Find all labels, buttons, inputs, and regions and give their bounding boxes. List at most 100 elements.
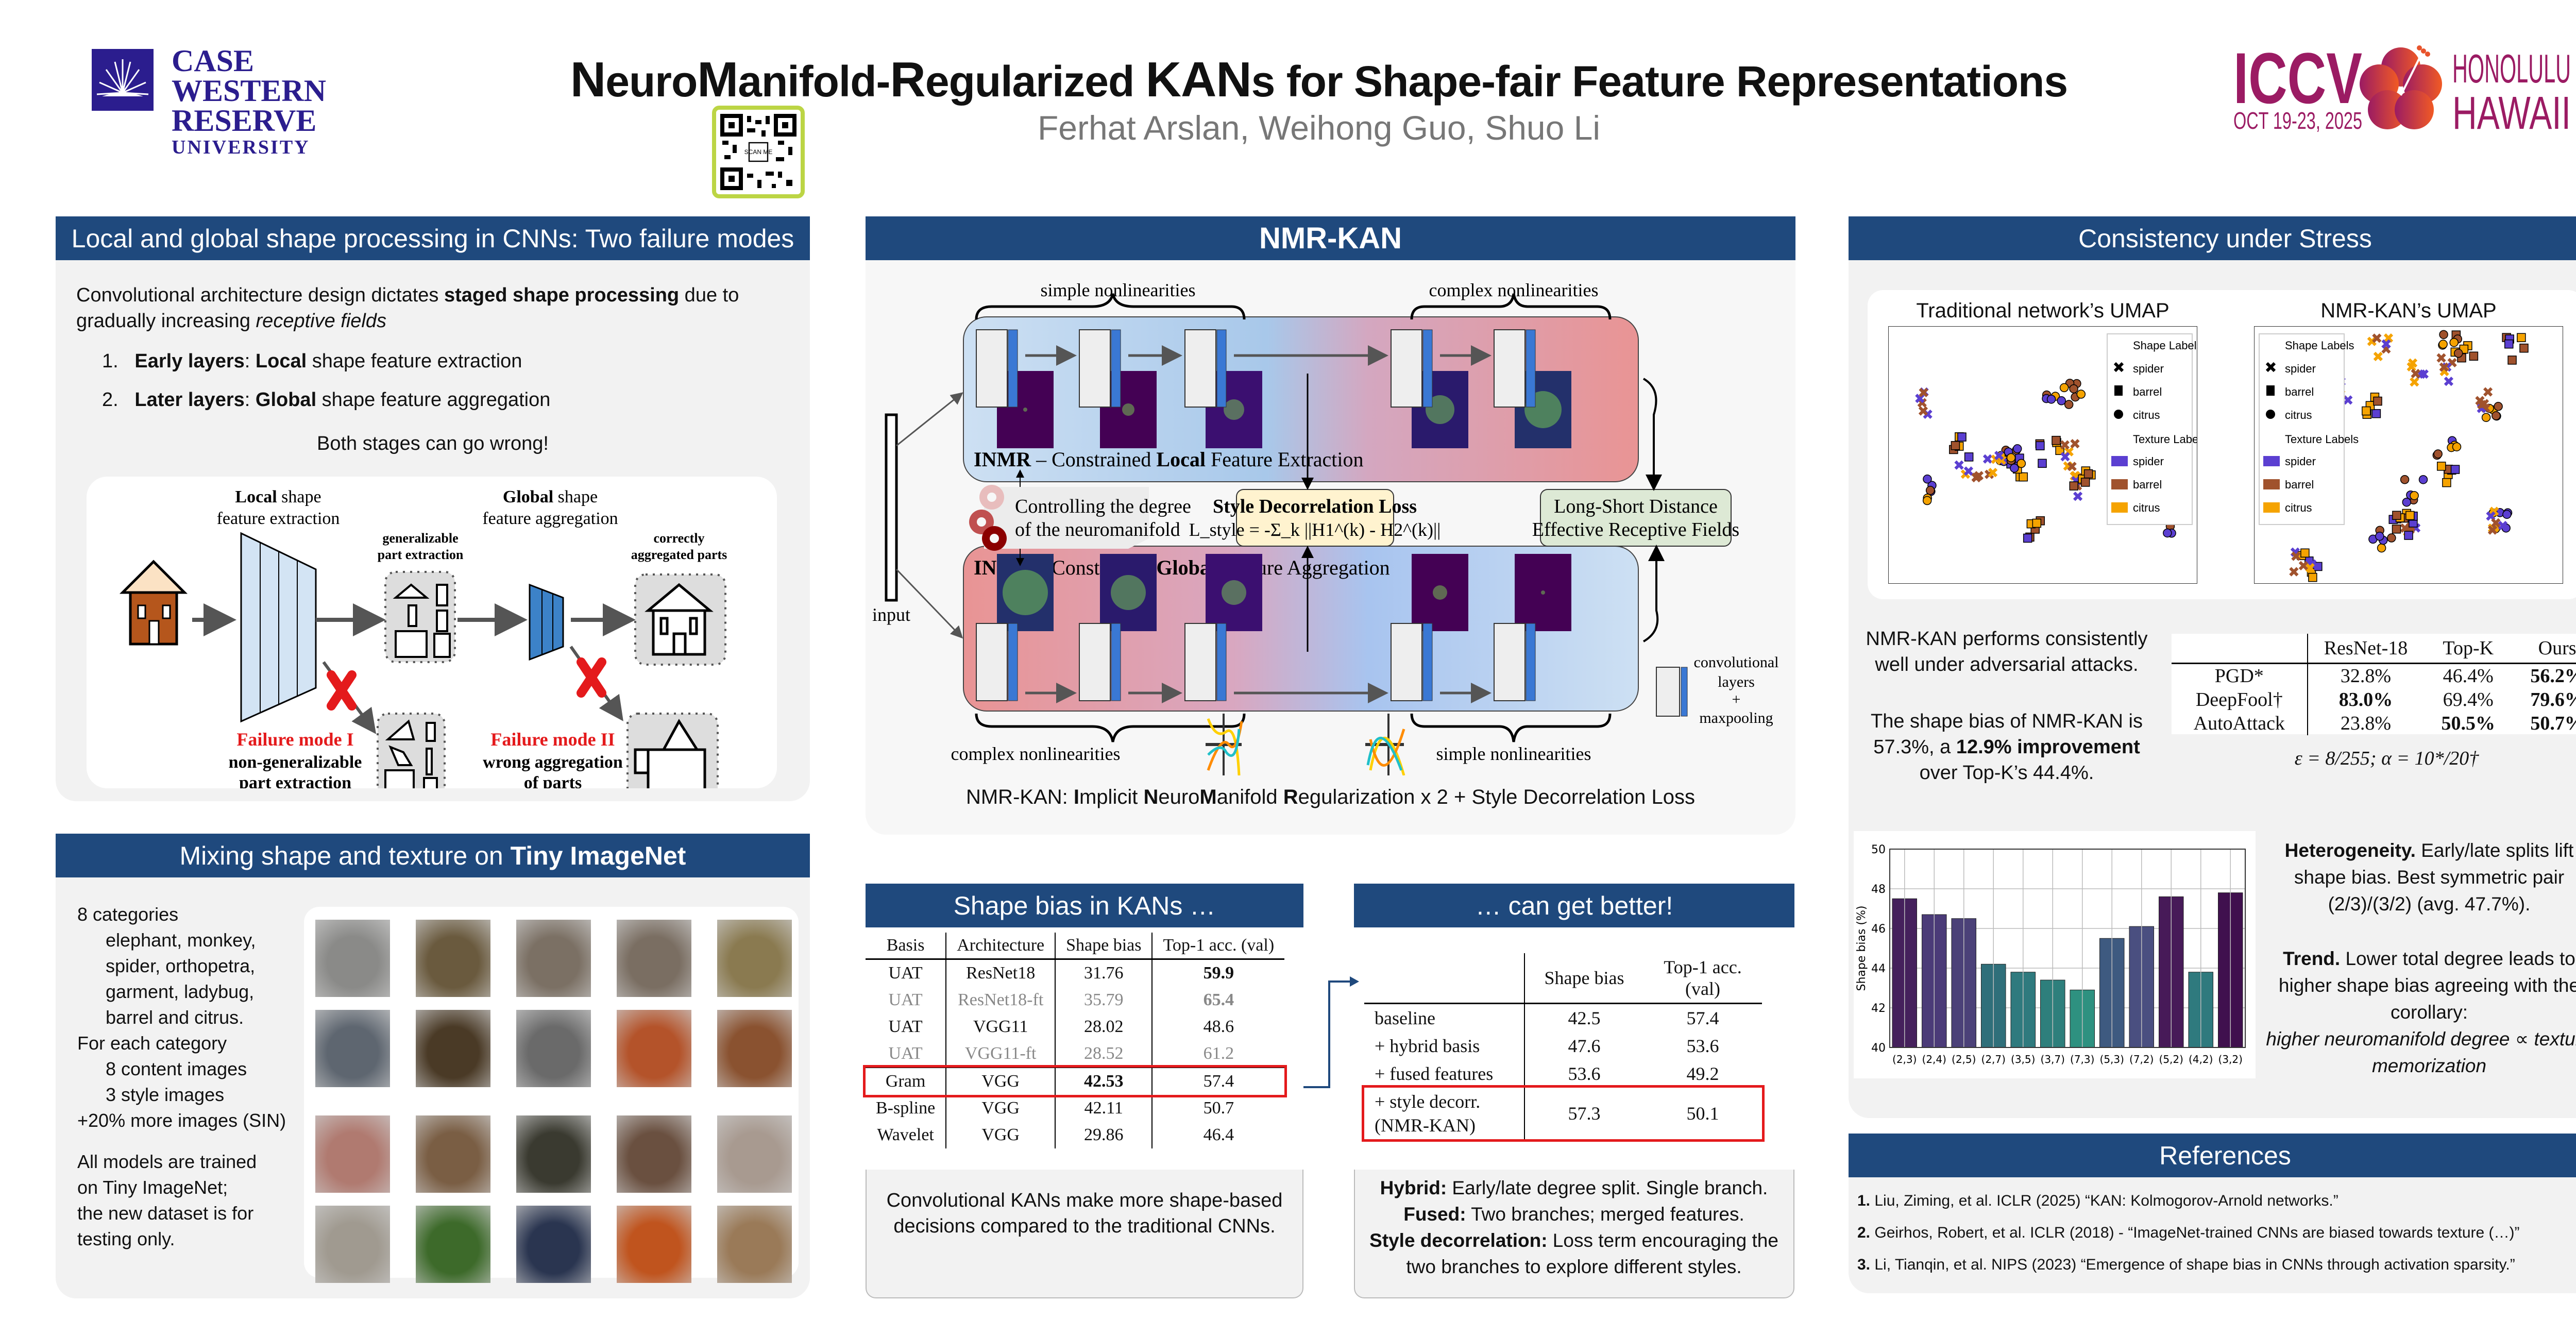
legend-label: citrus bbox=[2133, 501, 2160, 514]
svg-text:convolutional: convolutional bbox=[1694, 654, 1779, 671]
caption-part: anifold bbox=[1216, 786, 1283, 808]
umap-figure: Traditional network’s UMAP NMR-KAN’s UMA… bbox=[1868, 290, 2576, 599]
cwru-line: UNIVERSITY bbox=[172, 137, 310, 158]
sample-image bbox=[315, 1115, 390, 1193]
text: Mixing shape and texture on bbox=[179, 841, 503, 870]
cell-value: 32.8% bbox=[2340, 665, 2392, 687]
title-part: R bbox=[890, 52, 926, 107]
plot-frame bbox=[1889, 849, 2246, 1048]
conv-layer bbox=[976, 329, 1008, 408]
adversarial-table: ResNet-18Top-KOursPGD*32.8%46.4%56.2%Dee… bbox=[2172, 634, 2576, 735]
svg-text:Failure mode II: Failure mode II bbox=[490, 729, 615, 750]
reference-list: 1. Liu, Ziming, et al. ICLR (2025) “KAN:… bbox=[1857, 1185, 2520, 1281]
note-line: on Tiny ImageNet; bbox=[77, 1177, 228, 1198]
scatter-point bbox=[1994, 450, 2004, 461]
scatter-point bbox=[2453, 348, 2463, 358]
legend-swatch bbox=[2111, 502, 2128, 513]
nmrkan-caption: NMR-KAN: Implicit NeuroManifold Regulari… bbox=[866, 786, 1795, 809]
scatter-point bbox=[1951, 441, 1960, 450]
panel-header: NMR-KAN bbox=[866, 216, 1795, 260]
scatter-point bbox=[2016, 459, 2026, 468]
text: shape feature extraction bbox=[307, 350, 522, 372]
scatter-point bbox=[1925, 486, 1935, 495]
category-line: garment, ladybug, bbox=[106, 981, 255, 1002]
legend-title: Shape Labels bbox=[2133, 339, 2197, 352]
x-tick-label: (7,3) bbox=[2070, 1053, 2094, 1066]
bar-chart-svg: 404244464850(2,3)(2,4)(2,5)(2,7)(3,5)(3,… bbox=[1855, 843, 2246, 1066]
svg-text:simple nonlinearities: simple nonlinearities bbox=[1436, 743, 1591, 764]
sample-image bbox=[617, 920, 691, 997]
scatter-point bbox=[2057, 396, 2066, 405]
scatter-point bbox=[2381, 339, 2391, 349]
cell-arch: VGG bbox=[946, 1095, 1056, 1122]
legend-title: Texture Labels bbox=[2133, 433, 2197, 446]
x-tick-label: (3,7) bbox=[2041, 1053, 2065, 1066]
scatter-point bbox=[1923, 475, 1932, 484]
scatter-point bbox=[2006, 453, 2016, 463]
title-part: anifold- bbox=[738, 57, 890, 106]
attack-params: ε = 8/255; α = 10*/20† bbox=[2294, 748, 2479, 769]
svg-text:generalizable: generalizable bbox=[382, 531, 458, 546]
text: due to gradually increasing bbox=[76, 284, 739, 332]
scatter-point bbox=[2418, 475, 2428, 484]
cell-basis: UAT bbox=[866, 959, 947, 987]
note-bold: Hybrid: bbox=[1380, 1177, 1447, 1198]
x-tick-label: (3,5) bbox=[2011, 1053, 2035, 1066]
category-line: barrel and citrus. bbox=[106, 1007, 244, 1028]
svg-text:Style Decorrelation Loss: Style Decorrelation Loss bbox=[1213, 496, 1417, 517]
trend-text: Trend. Lower total degree leads to highe… bbox=[2262, 945, 2576, 1079]
title-part: egularized bbox=[925, 57, 1146, 106]
scatter-point bbox=[2036, 441, 2045, 450]
cell-shape: 57.3 bbox=[1568, 1103, 1601, 1124]
cell-arch: ResNet18 bbox=[946, 959, 1056, 987]
reference-number: 2. bbox=[1857, 1224, 1875, 1241]
scatter-point bbox=[2076, 390, 2086, 399]
scatter-point bbox=[2477, 400, 2487, 410]
legend-label: barrel bbox=[2285, 478, 2314, 491]
column-header bbox=[2172, 634, 2308, 664]
svg-text:complex nonlinearities: complex nonlinearities bbox=[951, 743, 1121, 764]
cell-label: + hybrid basis bbox=[1364, 1032, 1525, 1060]
cell-basis: UAT bbox=[866, 1040, 947, 1068]
cell-shape: 29.86 bbox=[1055, 1122, 1153, 1148]
svg-text:non-generalizable: non-generalizable bbox=[229, 753, 362, 772]
scatter-point bbox=[2289, 567, 2299, 577]
sample-image bbox=[717, 1206, 792, 1283]
scatter-point bbox=[2291, 551, 2301, 561]
category-line: For each category bbox=[77, 1033, 227, 1054]
scatter-point bbox=[2502, 510, 2512, 519]
scatter-point bbox=[2411, 368, 2420, 379]
category-line: +20% more images (SIN) bbox=[77, 1110, 286, 1131]
svg-text:ICCV: ICCV bbox=[2233, 41, 2362, 119]
category-line: elephant, monkey, bbox=[106, 929, 256, 951]
scatter-point bbox=[1954, 460, 1964, 470]
cell-value: 50.5% bbox=[2441, 713, 2496, 734]
svg-text:layers: layers bbox=[1718, 673, 1755, 690]
red-x-icon bbox=[327, 670, 357, 711]
scatter-point bbox=[2069, 481, 2079, 491]
svg-text:HAWAII: HAWAII bbox=[2452, 88, 2571, 134]
scatter-point bbox=[2073, 492, 2083, 501]
reference-item: 1. Liu, Ziming, et al. ICLR (2025) “KAN:… bbox=[1857, 1185, 2520, 1217]
column-header: Top-1 acc. (val) bbox=[1152, 933, 1285, 960]
scatter-point bbox=[2373, 396, 2382, 406]
scatter-point bbox=[2436, 462, 2446, 471]
legend-label: barrel bbox=[2133, 385, 2162, 398]
text: Later layers bbox=[134, 389, 245, 411]
scatter-point bbox=[2046, 395, 2056, 404]
title-part: KAN bbox=[1145, 52, 1252, 107]
note-line: Fused: Two branches; merged features. bbox=[1355, 1201, 1793, 1227]
cell-shape: 42.53 bbox=[1055, 1067, 1153, 1095]
conclusion: Both stages can go wrong! bbox=[317, 433, 549, 454]
title-part: s for Shape-fair Feature Representations bbox=[1251, 57, 2068, 106]
svg-text:OCT 19-23, 2025: OCT 19-23, 2025 bbox=[2233, 107, 2362, 134]
qr-code[interactable]: SCAN ME bbox=[712, 106, 805, 198]
cell-shape: 42.11 bbox=[1055, 1095, 1153, 1122]
sample-image bbox=[416, 1206, 490, 1283]
column-header: ResNet-18 bbox=[2307, 634, 2424, 664]
